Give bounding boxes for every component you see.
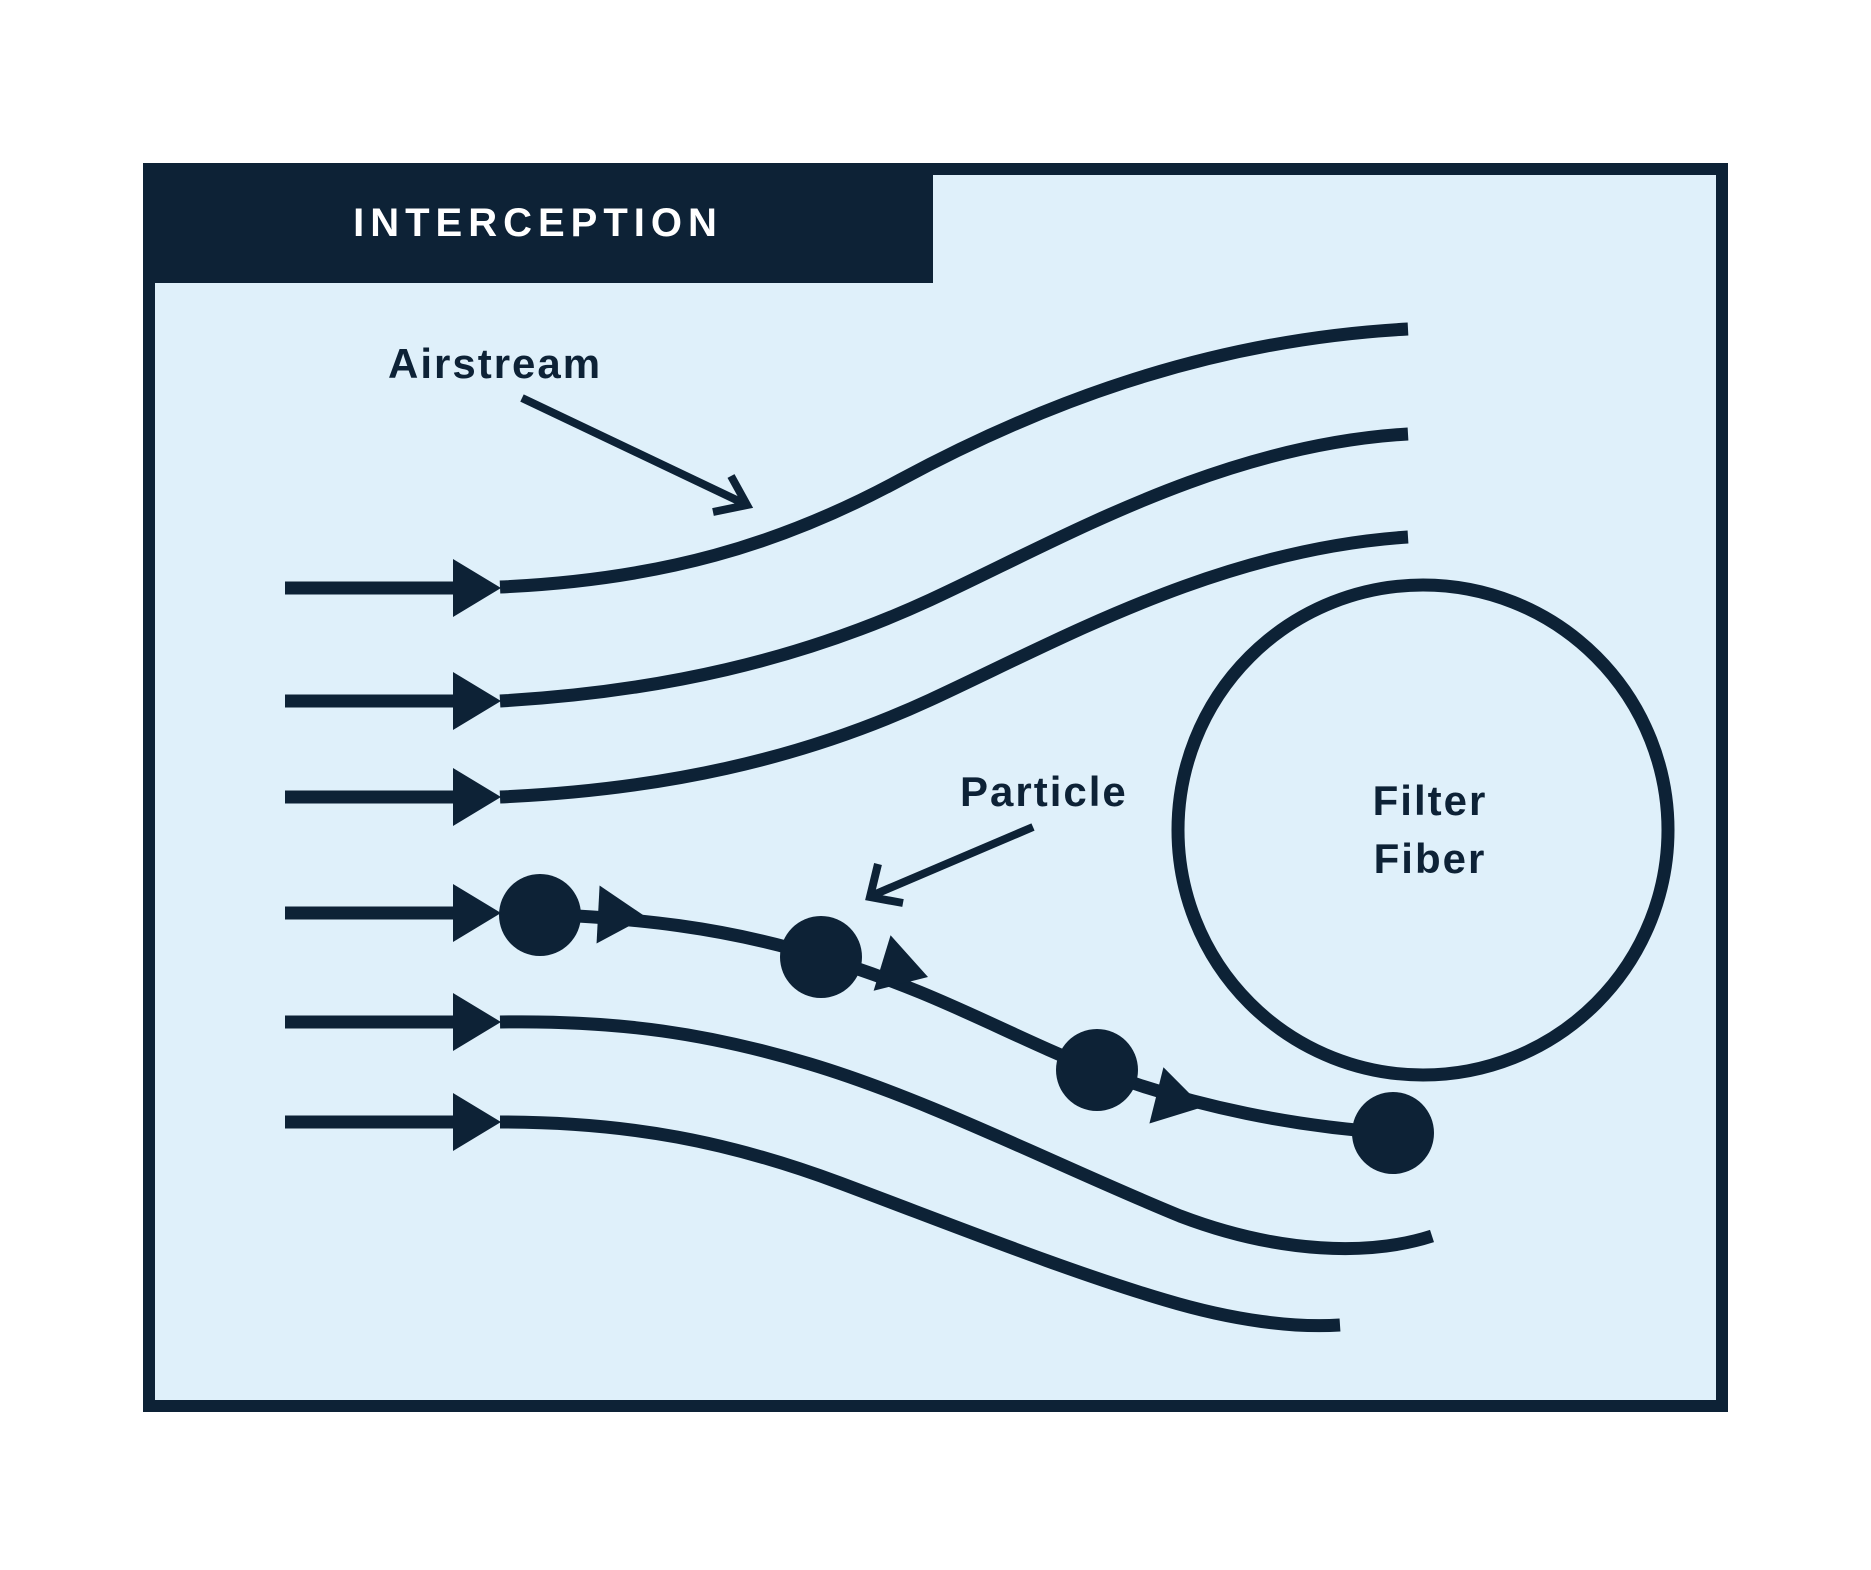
callout-line <box>520 394 749 509</box>
filter-fiber-circle <box>1171 578 1675 1082</box>
callout-arrowhead-icon <box>865 863 904 907</box>
airstream-callout-arrow <box>520 394 754 516</box>
flow-arrowhead-icon <box>453 768 501 826</box>
flow-arrowhead-icon <box>453 1093 501 1151</box>
streamline-5 <box>285 993 1434 1256</box>
particle-trajectory-curve <box>499 906 1394 1140</box>
streamline-curve <box>499 322 1409 594</box>
callout-line <box>869 823 1035 900</box>
streamline-curve <box>499 1115 1341 1333</box>
streamline-curve <box>499 1015 1434 1256</box>
streamline-3 <box>285 530 1409 826</box>
particle-dot-2 <box>780 916 862 998</box>
title-bar: INTERCEPTION <box>143 163 933 283</box>
flow-arrowhead-icon <box>453 884 501 942</box>
streamline-6 <box>285 1093 1341 1333</box>
filter-fiber-label-line1: Filter <box>1372 777 1488 824</box>
streamline-1 <box>285 322 1409 617</box>
particle-dot-4 <box>1352 1092 1434 1174</box>
figure-title: INTERCEPTION <box>353 200 723 245</box>
particle-dot-3 <box>1056 1029 1138 1111</box>
streamline-curve <box>499 530 1409 804</box>
trajectory-arrowhead-icon <box>596 885 646 944</box>
airstream-label: Airstream <box>388 340 603 387</box>
streamline-4-particle-trajectory <box>285 874 1434 1174</box>
streamline-2 <box>285 427 1409 730</box>
streamline-curve <box>499 427 1409 708</box>
flow-arrowhead-icon <box>453 672 501 730</box>
callout-arrowhead-icon <box>712 474 754 516</box>
particle-callout-arrow <box>865 823 1035 907</box>
trajectory-arrowhead-icon <box>873 935 928 991</box>
trajectory-arrowhead-icon <box>1149 1067 1203 1124</box>
filter-fiber-label: Filter Fiber <box>1280 772 1580 888</box>
particle-label: Particle <box>960 768 1128 815</box>
filter-fiber-label-line2: Fiber <box>1373 835 1487 882</box>
flow-arrowhead-icon <box>453 559 501 617</box>
flow-arrowhead-icon <box>453 993 501 1051</box>
particle-dot-1 <box>499 874 581 956</box>
